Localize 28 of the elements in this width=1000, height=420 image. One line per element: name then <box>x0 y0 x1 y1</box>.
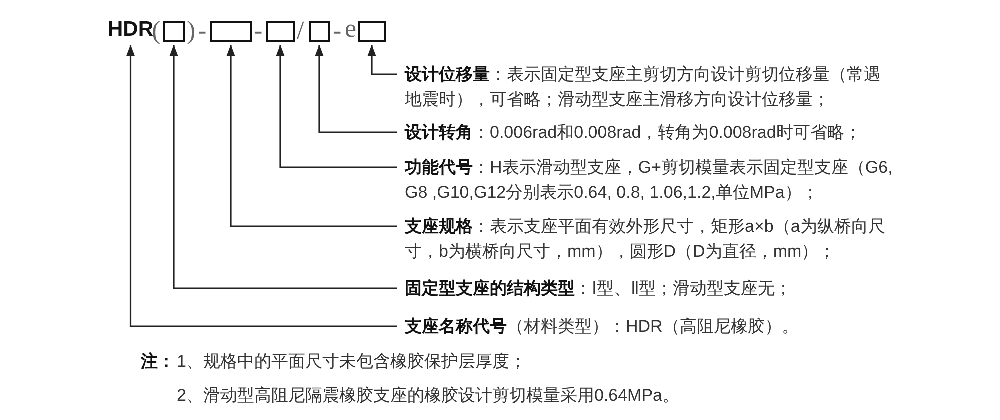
description-text: 支座名称代号（材料类型）：HDR（高阻尼橡胶）。 <box>397 314 895 339</box>
placeholder-box <box>358 21 386 42</box>
code-prefix: HDR <box>108 18 154 42</box>
leader-arrow <box>170 45 397 290</box>
parenthesis: ( <box>152 16 161 46</box>
note-label: 注： <box>141 351 175 373</box>
placeholder-box <box>163 21 185 42</box>
description-text: 固定型支座的结构类型：Ⅰ型、Ⅱ型；滑动型支座无； <box>397 276 895 301</box>
placeholder-box <box>309 21 330 42</box>
code-letter: e <box>345 14 357 44</box>
description-text: 支座规格：表示支座平面有效外形尺寸，矩形a×b（a为纵桥向尺寸，b为横桥向尺寸，mm），圆形D（D为直径，mm）； <box>397 214 895 264</box>
hyphen: - <box>254 16 263 46</box>
description-text: 设计位移量：表示固定型支座主剪切方向设计剪切位移量（常遇地震时），可省略；滑动型支座主滑移方向设计位移量； <box>397 62 895 112</box>
placeholder-box <box>266 21 295 42</box>
leader-arrow <box>276 45 397 168</box>
description-text: 设计转角：0.006rad和0.008rad，转角为0.008rad时可省略； <box>397 120 895 145</box>
leader-arrow <box>315 45 397 134</box>
slash: / <box>297 16 304 46</box>
description-text: 功能代号：H表示滑动型支座，G+剪切模量表示固定型支座（G6, G8 ,G10,G12分别表示0.64, 0.8, 1.06,1.2,单位MPa）； <box>397 155 895 205</box>
leader-arrow <box>368 45 397 76</box>
note-text: 1、规格中的平面尺寸未包含橡胶保护层厚度； <box>177 351 526 373</box>
hyphen: - <box>198 16 207 46</box>
hyphen: - <box>333 16 342 46</box>
leader-arrow <box>226 45 397 228</box>
leader-arrow <box>126 45 397 328</box>
parenthesis: ) <box>187 16 196 46</box>
placeholder-box <box>210 21 252 42</box>
note-text: 2、滑动型高阻尼隔震橡胶支座的橡胶设计剪切模量采用0.64MPa。 <box>177 385 680 407</box>
